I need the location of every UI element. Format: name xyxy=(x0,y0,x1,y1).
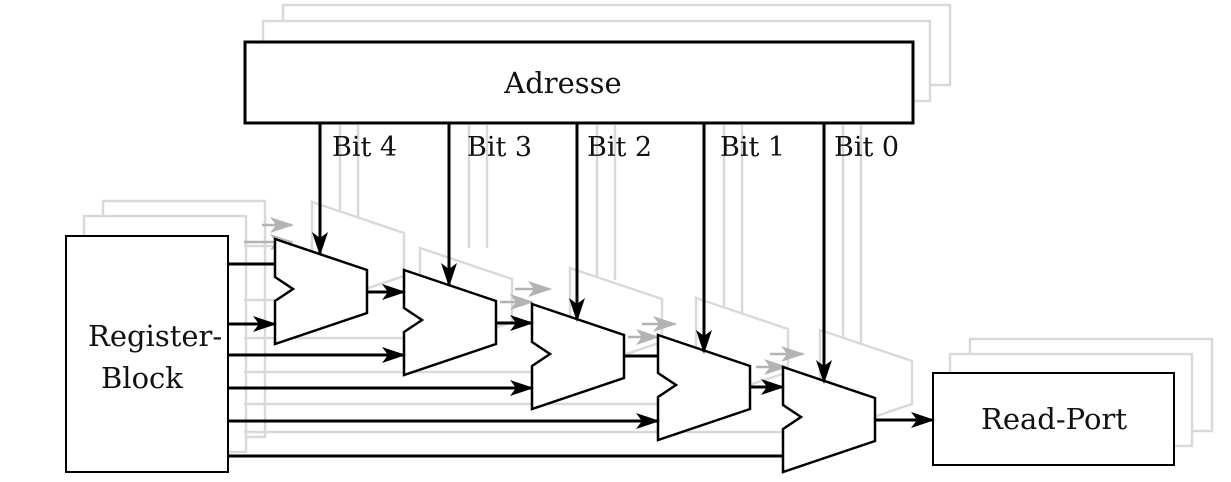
read-port-rect xyxy=(932,372,1175,466)
bit-label-3: Bit 3 xyxy=(467,132,532,163)
bit-label-1: Bit 1 xyxy=(720,132,785,163)
bit-labels: Bit 4 Bit 3 Bit 2 Bit 1 Bit 0 xyxy=(332,132,899,163)
mux-bit-0 xyxy=(781,365,877,474)
register-block-rect xyxy=(65,235,229,473)
bit-label-0: Bit 0 xyxy=(834,132,899,163)
register-block: Register- Block xyxy=(65,235,229,473)
address-box: Adresse xyxy=(243,40,915,125)
multiplexers xyxy=(273,237,877,474)
bit-label-2: Bit 2 xyxy=(587,132,652,163)
bit-label-4: Bit 4 xyxy=(332,132,397,163)
read-port-label: Read-Port xyxy=(981,402,1127,436)
register-block-label-line2: Block xyxy=(101,361,183,395)
address-rect xyxy=(243,40,915,125)
address-label: Adresse xyxy=(503,66,621,100)
select-lines xyxy=(312,123,832,384)
data-lines xyxy=(228,262,935,458)
read-port: Read-Port xyxy=(932,372,1175,466)
register-block-label-line1: Register- xyxy=(88,319,222,353)
